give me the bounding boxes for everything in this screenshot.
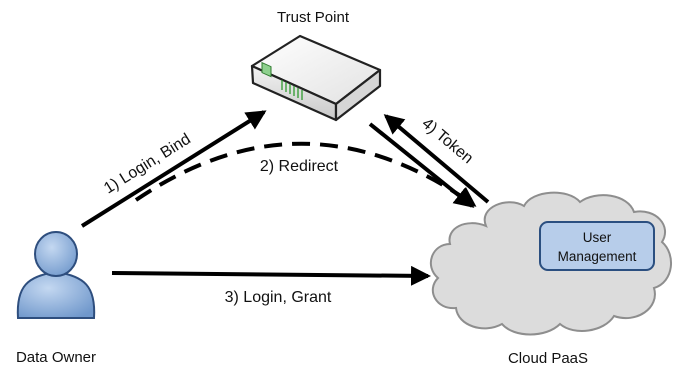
user-management-line2: Management [558,249,637,264]
login-grant-label: 3) Login, Grant [225,289,332,306]
token-request-arrow [368,122,475,208]
router-device-icon [250,34,382,122]
redirect-arrow [134,141,477,207]
user-management-box [539,221,655,271]
token-arrow [383,114,490,204]
data-owner-label: Data Owner [16,349,96,366]
cloud-paas-label: Cloud PaaS [508,350,588,367]
user-management-line1: User [583,230,612,245]
redirect-label: 2) Redirect [260,158,339,175]
login-bind-arrow [80,110,267,228]
person-icon [16,231,96,319]
trust-point-label: Trust Point [277,9,350,26]
token-label: 4) Token [418,115,476,167]
login-grant-arrow [111,265,431,286]
